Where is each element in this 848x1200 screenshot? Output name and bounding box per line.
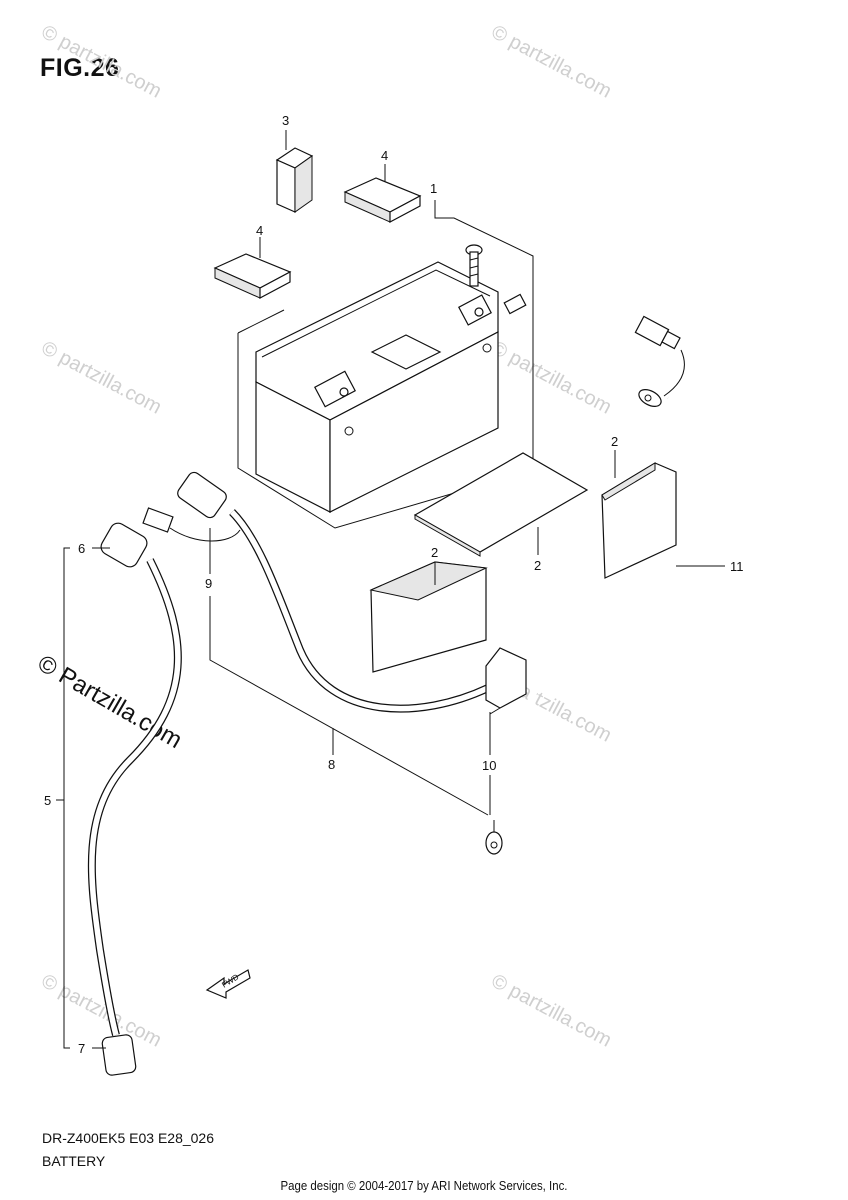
callout-2-center: 2 [431, 545, 438, 560]
cable-11 [485, 315, 725, 855]
part-2-flat-sheet [413, 452, 589, 557]
callout-9: 9 [205, 576, 212, 591]
terminal-bolt [465, 244, 483, 287]
battery-body [255, 261, 499, 513]
callout-4-lower: 4 [256, 223, 263, 238]
watermark-faint-2: © partzilla.com [488, 21, 615, 103]
model-code: DR-Z400EK5 E03 E28_026 [42, 1130, 214, 1146]
part-3-block [275, 130, 314, 213]
terminal-nut [503, 293, 527, 315]
part-4-pad-lower [213, 237, 292, 299]
bracket-top-left-edge [237, 309, 285, 334]
figure-caption: BATTERY [42, 1153, 106, 1169]
watermark-faint-1: © partzilla.com [38, 21, 165, 103]
figure-title: FIG.26 [40, 54, 120, 82]
callout-1: 1 [430, 181, 437, 196]
watermark-faint-3: © partzilla.com [38, 337, 165, 419]
watermark-main: © Partzilla.com [33, 650, 187, 754]
callout-7: 7 [78, 1041, 85, 1056]
cable-5 [87, 522, 182, 1076]
watermark-faint-7: © partzilla.com [488, 970, 615, 1052]
callout-5: 5 [44, 793, 51, 808]
fwd-direction-icon: FWD [205, 969, 251, 999]
part-4-pad-upper [343, 164, 422, 223]
part-2-bent-sheet-center [369, 561, 488, 673]
callout-6: 6 [78, 541, 85, 556]
callout-labels: 1 2 2 2 3 4 4 5 6 7 8 9 10 11 [44, 113, 744, 1056]
battery-bracket-outline [237, 200, 534, 529]
watermark-faint-4: © partzilla.com [488, 337, 615, 419]
part-2-bent-sheet-right [601, 450, 677, 579]
callout-2-right: 2 [611, 434, 618, 449]
callout-10: 10 [482, 758, 496, 773]
callout-2-flat: 2 [534, 558, 541, 573]
callout-3: 3 [282, 113, 289, 128]
copyright-footer: Page design © 2004-2017 by ARI Network S… [280, 1178, 568, 1193]
callout-8: 8 [328, 757, 335, 772]
leader-lines [56, 528, 491, 1049]
cable-8 [142, 471, 527, 715]
callout-11: 11 [730, 559, 744, 574]
callout-4-upper: 4 [381, 148, 388, 163]
